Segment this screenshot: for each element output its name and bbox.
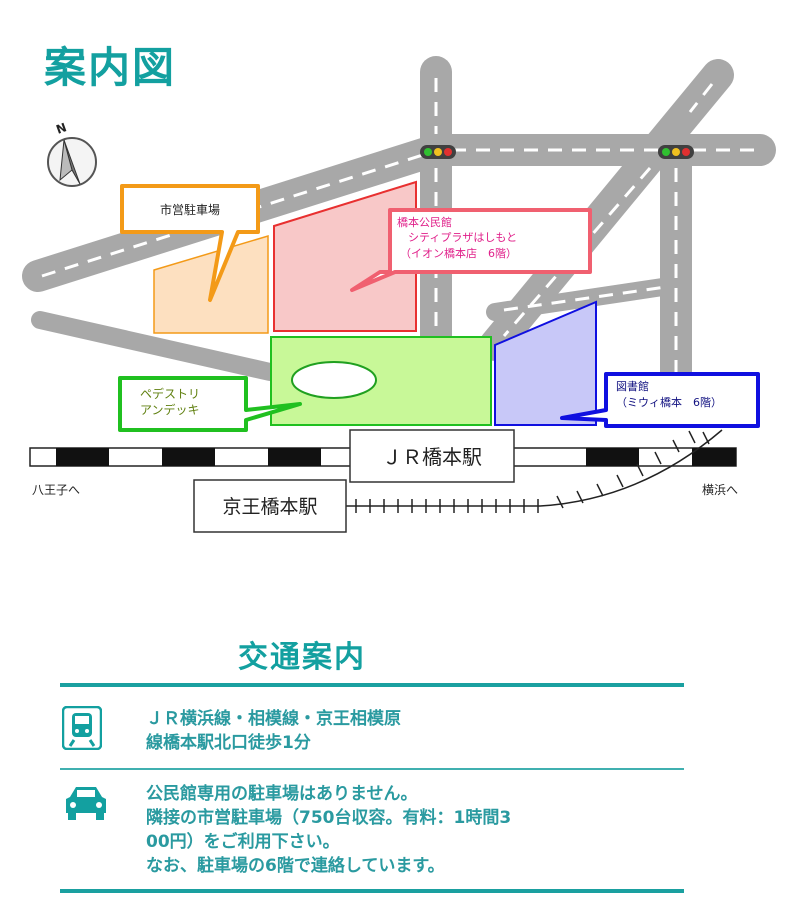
train-access-line-1: ＪＲ横浜線・相模線・京王相模原 <box>146 709 401 729</box>
traffic-light-icon <box>658 145 694 159</box>
traffic-light-icon <box>420 145 456 159</box>
rail-tie <box>702 431 710 445</box>
area-map: N 市営駐車場 橋本公民館 シティプラザはしもと （イオン橋本店 6階） ペデス… <box>22 56 776 533</box>
north-label: N <box>54 120 68 137</box>
rail-tie <box>654 451 662 465</box>
rail-block <box>162 448 215 466</box>
divider <box>60 683 684 687</box>
car-access-line-2: 隣接の市営駐車場（750台収容。有料：1時間3 <box>146 808 512 828</box>
jr-station: ＪＲ橋本駅 <box>349 429 515 483</box>
rail-tie <box>672 439 680 453</box>
library-label: 図書館 <box>616 379 649 393</box>
city-plaza-label: シティプラザはしもと <box>408 231 517 244</box>
rail-block <box>586 448 639 466</box>
rail-tie <box>636 463 644 477</box>
jr-station-label: ＪＲ橋本駅 <box>382 445 482 469</box>
train-icon <box>62 706 102 750</box>
train-access-text: ＪＲ横浜線・相模線・京王相模原 線橋本駅北口徒歩1分 <box>146 707 401 755</box>
car-icon <box>66 787 106 820</box>
library-sub-label: （ミウィ橋本 6階） <box>616 395 722 409</box>
community-center-label: 橋本公民館 <box>397 215 452 229</box>
rail-tie <box>688 430 696 444</box>
keio-railway <box>340 429 723 513</box>
pedestrian-deck-label-2: アンデッキ <box>140 402 200 417</box>
compass-icon: N <box>47 120 97 187</box>
rail-block <box>268 448 321 466</box>
divider <box>60 889 684 893</box>
rail-tie <box>576 490 584 504</box>
to-hachioji-label: 八王子へ <box>32 483 80 497</box>
library-callout: 図書館 （ミウィ橋本 6階） <box>560 372 760 428</box>
parking-callout: 市営駐車場 <box>120 184 260 302</box>
pedestrian-deck-callout: ペデストリ アンデッキ <box>118 376 302 432</box>
car-access-text: 公民館専用の駐車場はありません。 隣接の市営駐車場（750台収容。有料：1時間3… <box>146 782 511 878</box>
divider <box>60 768 684 770</box>
community-center-building <box>273 180 417 332</box>
train-access-line-2: 線橋本駅北口徒歩1分 <box>146 733 311 753</box>
access-section-title: 交通案内 <box>238 640 366 675</box>
keio-station-label: 京王橋本駅 <box>222 496 317 518</box>
car-access-line-3: 00円）をご利用下さい。 <box>146 832 340 852</box>
pedestrian-deck-label-1: ペデストリ <box>140 386 200 401</box>
road-walkway <box>31 311 279 381</box>
rail-block <box>56 448 109 466</box>
library-building <box>494 300 597 426</box>
rail-tie <box>616 474 624 488</box>
car-access-line-1: 公民館専用の駐車場はありません。 <box>146 784 418 804</box>
deck-rotunda <box>291 361 377 399</box>
community-center-callout: 橋本公民館 シティプラザはしもと （イオン橋本店 6階） <box>350 208 592 292</box>
keio-station: 京王橋本駅 <box>193 479 347 533</box>
parking-label: 市営駐車場 <box>160 202 220 217</box>
rail-block <box>692 448 736 466</box>
aeon-label: （イオン橋本店 6階） <box>400 246 517 260</box>
car-access-line-4: なお、駐車場の6階で連絡しています。 <box>146 856 445 876</box>
to-yokohama-label: 横浜へ <box>702 483 738 497</box>
rail-tie <box>596 483 604 497</box>
page-title: 案内図 <box>44 43 177 92</box>
rail-tie <box>556 495 564 509</box>
